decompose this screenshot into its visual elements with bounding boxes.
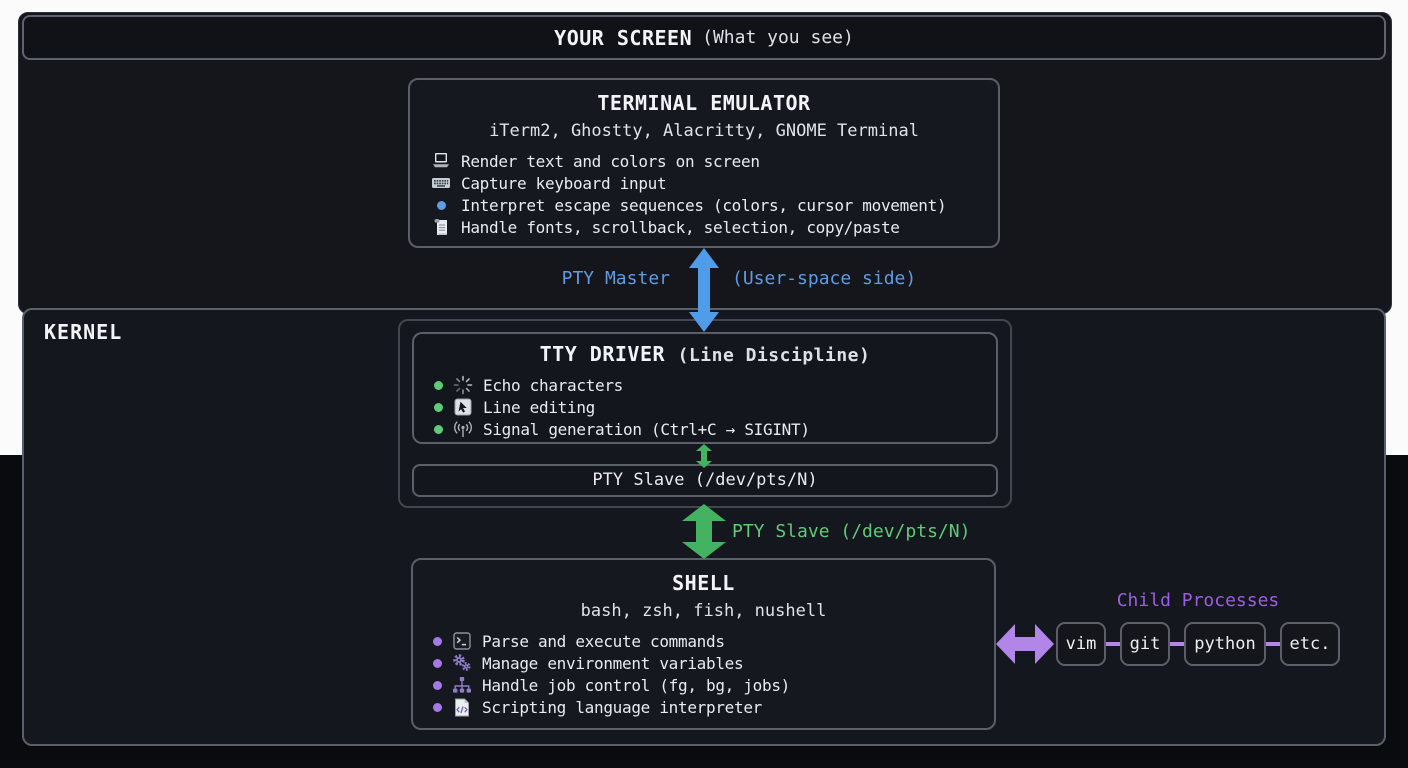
userspace-side-label: (User-space side) — [732, 268, 917, 289]
list-item-text: Parse and execute commands — [482, 631, 725, 651]
list-item-text: Handle fonts, scrollback, selection, cop… — [461, 217, 900, 237]
terminal-emulator-items: Render text and colors on screen Capture… — [410, 150, 998, 238]
antenna-icon — [452, 420, 474, 438]
your-screen-header: YOUR SCREEN (What you see) — [22, 15, 1386, 60]
shell-subtitle: bash, zsh, fish, nushell — [580, 601, 827, 621]
kernel-label: KERNEL — [44, 320, 123, 344]
your-screen-subtitle: (What you see) — [702, 27, 854, 48]
dot-icon — [430, 200, 452, 210]
list-item-text: Handle job control (fg, bg, jobs) — [482, 675, 790, 695]
terminal-emulator-subtitle: iTerm2, Ghostty, Alacritty, GNOME Termin… — [489, 121, 919, 141]
tty-driver-title-suffix: (Line Discipline) — [677, 345, 871, 366]
list-item: Manage environment variables — [413, 652, 994, 674]
green-bullet-icon — [434, 402, 443, 412]
tty-driver-box: TTY DRIVER (Line Discipline) Echo charac… — [412, 332, 998, 444]
terminal-emulator-title: TERMINAL EMULATOR — [597, 91, 811, 115]
shell-title: SHELL — [672, 571, 735, 595]
child-connector — [1266, 642, 1280, 646]
list-item-text: Scripting language interpreter — [482, 697, 762, 717]
scroll-icon — [430, 218, 452, 236]
pty-master-arrow — [689, 248, 719, 332]
shell-box: SHELL bash, zsh, fish, nushell Parse and… — [411, 558, 996, 730]
keyboard-icon — [430, 175, 452, 191]
tty-driver-items: Echo characters Line editing Signal gene… — [414, 374, 996, 440]
your-screen-title: YOUR SCREEN — [554, 25, 693, 50]
list-item-text: Echo characters — [483, 375, 623, 395]
laptop-icon — [430, 152, 452, 170]
child-process-etc: etc. — [1280, 622, 1340, 666]
child-process-python: python — [1184, 622, 1266, 666]
tty-driver-title-main: TTY DRIVER — [539, 342, 666, 366]
child-connector — [1106, 642, 1120, 646]
list-item-text: Interpret escape sequences (colors, curs… — [461, 195, 947, 215]
pty-slave-box-label: PTY Slave (/dev/pts/N) — [592, 470, 818, 490]
list-item-text: Manage environment variables — [482, 653, 744, 673]
tty-to-pty-arrow — [696, 444, 712, 468]
child-process-git: git — [1120, 622, 1170, 666]
list-item-text: Render text and colors on screen — [461, 151, 760, 171]
purple-bullet-icon — [433, 702, 442, 712]
org-chart-icon — [451, 676, 473, 694]
list-item-text: Line editing — [483, 397, 595, 417]
list-item: Handle fonts, scrollback, selection, cop… — [410, 216, 998, 238]
list-item: Render text and colors on screen — [410, 150, 998, 172]
list-item: Scripting language interpreter — [413, 696, 994, 718]
list-item: Line editing — [414, 396, 996, 418]
list-item: Signal generation (Ctrl+C → SIGINT) — [414, 418, 996, 440]
list-item: Parse and execute commands — [413, 630, 994, 652]
list-item: Handle job control (fg, bg, jobs) — [413, 674, 994, 696]
shell-items: Parse and execute commands Manage enviro… — [413, 630, 994, 718]
cursor-icon — [452, 398, 474, 416]
list-item-text: Signal generation (Ctrl+C → SIGINT) — [483, 419, 810, 439]
terminal-icon — [451, 632, 473, 650]
gears-icon — [451, 653, 473, 673]
pty-master-label: PTY Master — [561, 268, 670, 289]
pty-slave-box: PTY Slave (/dev/pts/N) — [412, 464, 998, 497]
list-item-text: Capture keyboard input — [461, 173, 667, 193]
child-process-vim: vim — [1056, 622, 1106, 666]
code-file-icon — [451, 698, 473, 717]
spinner-icon — [452, 375, 474, 395]
green-bullet-icon — [434, 424, 443, 434]
child-processes-label: Child Processes — [1116, 590, 1280, 611]
pty-slave-arrow-label: PTY Slave (/dev/pts/N) — [732, 521, 971, 542]
child-connector — [1170, 642, 1184, 646]
shell-to-children-arrow — [996, 624, 1054, 664]
tty-driver-title: TTY DRIVER (Line Discipline) — [414, 340, 996, 370]
list-item: Capture keyboard input — [410, 172, 998, 194]
pty-slave-arrow — [682, 504, 726, 559]
green-bullet-icon — [434, 380, 443, 390]
terminal-emulator-box: TERMINAL EMULATOR iTerm2, Ghostty, Alacr… — [408, 78, 1000, 248]
purple-bullet-icon — [433, 680, 442, 690]
purple-bullet-icon — [433, 658, 442, 668]
list-item: Interpret escape sequences (colors, curs… — [410, 194, 998, 216]
purple-bullet-icon — [433, 636, 442, 646]
list-item: Echo characters — [414, 374, 996, 396]
